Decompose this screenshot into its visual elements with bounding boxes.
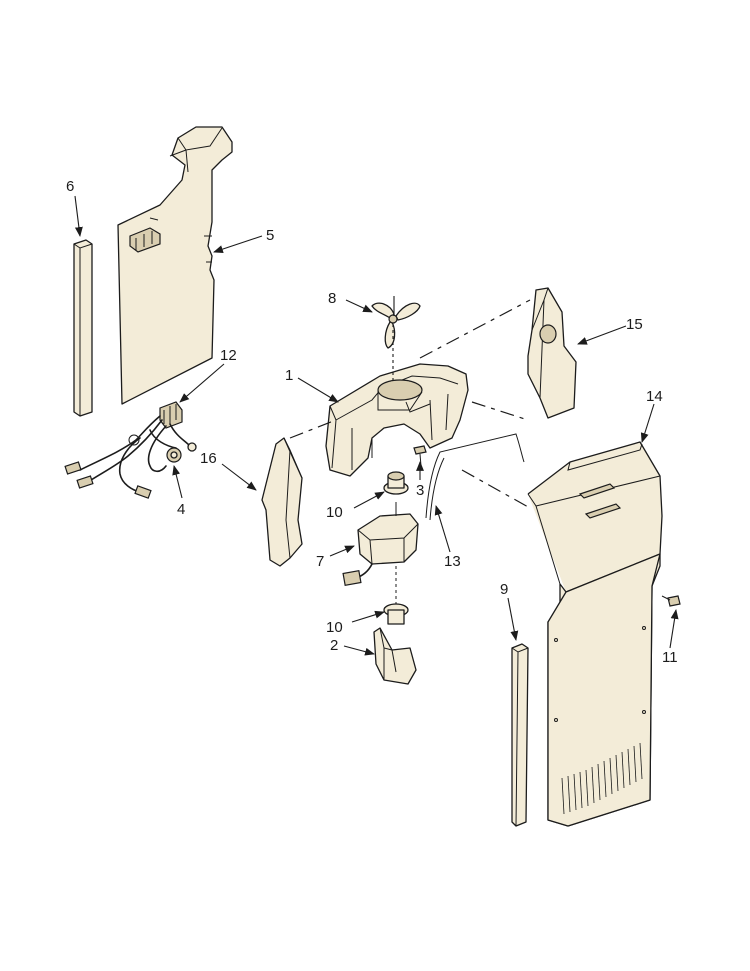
callout-10-lower: 10 xyxy=(326,619,343,636)
callout-labels: 6 5 12 4 8 1 16 3 10 7 10 2 13 15 14 9 1… xyxy=(66,178,678,666)
callout-16: 16 xyxy=(200,450,217,467)
callout-11: 11 xyxy=(662,649,678,666)
part-14-evaporator-cover xyxy=(527,441,663,827)
callout-2: 2 xyxy=(330,637,338,654)
part-9-seal-strip xyxy=(511,643,529,827)
part-10-upper-grommet xyxy=(383,471,409,495)
callout-5: 5 xyxy=(266,227,274,244)
callout-3: 3 xyxy=(416,482,424,499)
part-11-screw xyxy=(661,595,681,607)
callout-13: 13 xyxy=(444,553,461,570)
part-7-fan-motor xyxy=(342,502,419,586)
callout-10-upper: 10 xyxy=(326,504,343,521)
callout-8: 8 xyxy=(328,290,336,307)
callout-14: 14 xyxy=(646,388,663,405)
vent-slots xyxy=(561,742,643,815)
callout-15: 15 xyxy=(626,316,643,333)
part-15-right-baffle xyxy=(527,287,577,419)
part-12-wire-harness xyxy=(64,401,197,499)
callout-4: 4 xyxy=(177,501,185,518)
part-8-fan-blade xyxy=(371,296,421,382)
callout-6: 6 xyxy=(66,178,74,195)
callout-leaders xyxy=(74,195,679,656)
part-10-lower-grommet xyxy=(383,566,409,625)
part-16-left-baffle xyxy=(261,437,303,567)
callout-7: 7 xyxy=(316,553,324,570)
callout-9: 9 xyxy=(500,581,508,598)
callout-12: 12 xyxy=(220,347,237,364)
part-1-fan-housing xyxy=(325,363,469,477)
part-2-motor-bracket xyxy=(373,627,417,685)
part-13-wire-bracket xyxy=(425,433,525,521)
callout-1: 1 xyxy=(285,367,293,384)
part-6-seal-strip xyxy=(73,239,93,417)
part-5-cover-panel xyxy=(117,126,233,405)
alignment-lines xyxy=(289,299,531,509)
part-4-grommet xyxy=(166,447,182,463)
